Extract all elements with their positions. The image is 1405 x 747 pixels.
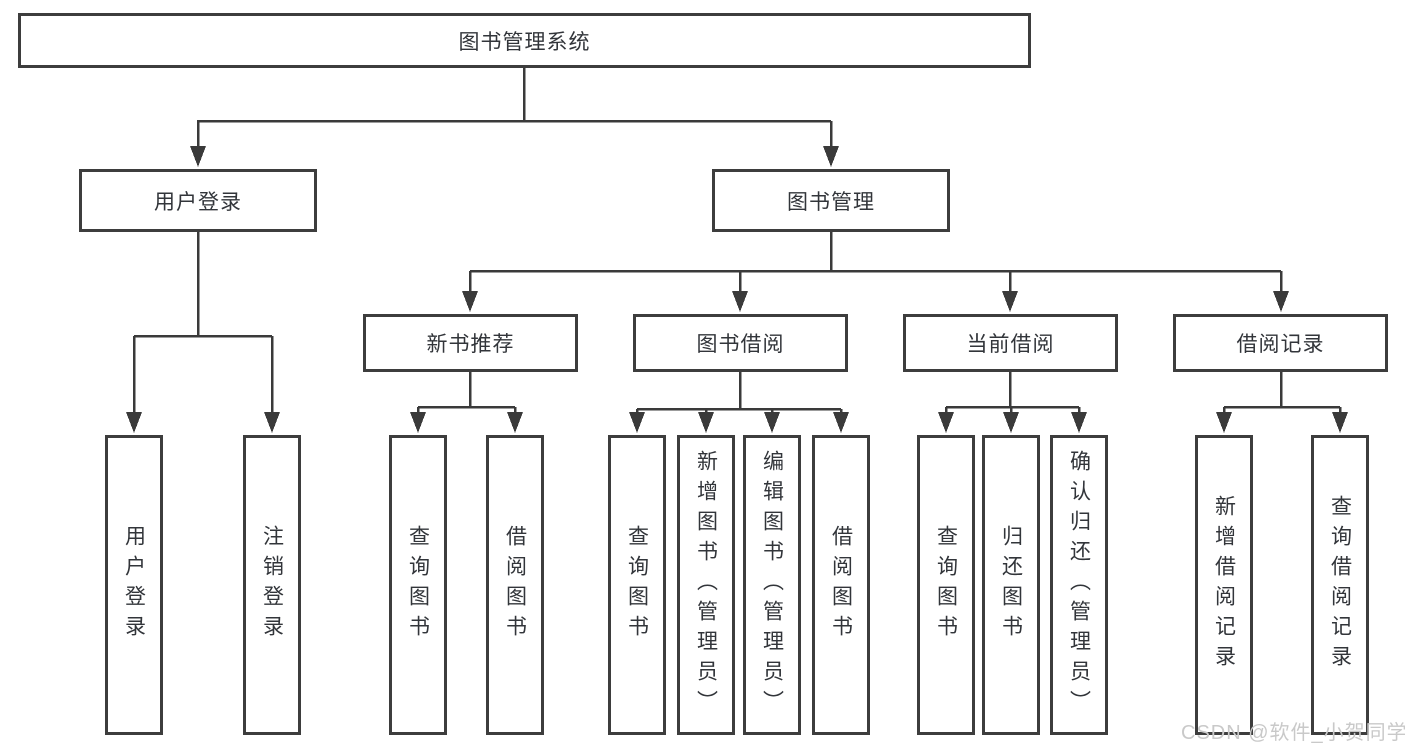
node-label: 新增图书（管理员） xyxy=(694,450,718,720)
leaf-add-borrow-record: 新增借阅记录 xyxy=(1195,435,1253,735)
leaf-borrow-books-recommend: 借阅图书 xyxy=(486,435,544,735)
node-label: 用户登录 xyxy=(154,190,242,214)
node-label: 注销登录 xyxy=(260,525,284,645)
node-label: 借阅记录 xyxy=(1236,333,1325,356)
node-new-book-recommendation: 新书推荐 xyxy=(363,314,578,372)
connector-book-borrowing-subtree xyxy=(629,372,849,433)
leaf-borrow-books-borrowing: 借阅图书 xyxy=(812,435,870,735)
connector-user-login-subtree xyxy=(126,232,280,433)
node-label: 借阅图书 xyxy=(503,525,527,645)
node-label: 确认归还（管理员） xyxy=(1067,450,1091,720)
node-label: 图书管理 xyxy=(787,190,875,214)
node-book-borrowing: 图书借阅 xyxy=(633,314,848,372)
node-label: 归还图书 xyxy=(999,525,1023,645)
leaf-return-books: 归还图书 xyxy=(982,435,1040,735)
leaf-query-books-borrowing: 查询图书 xyxy=(608,435,666,735)
connector-book-management-to-level3 xyxy=(462,232,1289,312)
node-label: 用户登录 xyxy=(122,525,146,645)
node-label: 查询借阅记录 xyxy=(1328,495,1352,675)
leaf-query-books-current: 查询图书 xyxy=(917,435,975,735)
leaf-logout: 注销登录 xyxy=(243,435,301,735)
node-label: 图书借阅 xyxy=(696,333,785,356)
leaf-edit-book-admin: 编辑图书（管理员） xyxy=(743,435,801,735)
node-user-login: 用户登录 xyxy=(79,169,317,232)
node-current-borrowing: 当前借阅 xyxy=(903,314,1118,372)
node-borrowing-records: 借阅记录 xyxy=(1173,314,1388,372)
node-library-management-system: 图书管理系统 xyxy=(18,13,1031,68)
node-label: 当前借阅 xyxy=(966,333,1055,356)
leaf-query-borrow-record: 查询借阅记录 xyxy=(1311,435,1369,735)
connector-root-to-level2 xyxy=(190,67,839,167)
connector-new-book-subtree xyxy=(410,372,523,433)
node-label: 查询图书 xyxy=(625,525,649,645)
node-book-management: 图书管理 xyxy=(712,169,950,232)
csdn-watermark: CSDN @软件_小贺同学 xyxy=(1181,722,1405,744)
connector-current-borrowing-subtree xyxy=(938,372,1087,433)
node-label: 查询图书 xyxy=(934,525,958,645)
leaf-query-books-recommend: 查询图书 xyxy=(389,435,447,735)
leaf-confirm-return-admin: 确认归还（管理员） xyxy=(1050,435,1108,735)
connector-borrowing-records-subtree xyxy=(1216,372,1348,433)
node-label: 图书管理系统 xyxy=(458,30,591,54)
node-label: 编辑图书（管理员） xyxy=(760,450,784,720)
node-label: 借阅图书 xyxy=(829,525,853,645)
node-label: 新增借阅记录 xyxy=(1212,495,1236,675)
leaf-user-login: 用户登录 xyxy=(105,435,163,735)
node-label: 新书推荐 xyxy=(426,333,515,356)
node-label: 查询图书 xyxy=(406,525,430,645)
leaf-add-book-admin: 新增图书（管理员） xyxy=(677,435,735,735)
